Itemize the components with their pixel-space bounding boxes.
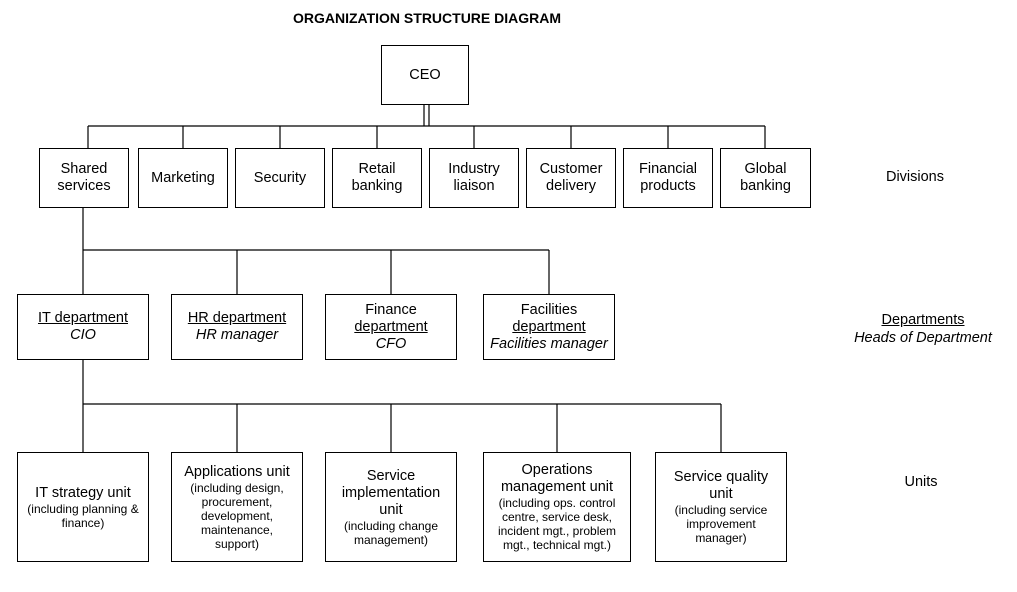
- division-label-line: liaison: [453, 178, 495, 194]
- division-label-line: services: [57, 178, 111, 194]
- division-label-line: delivery: [546, 178, 596, 194]
- department-it: IT department CIO: [17, 294, 149, 360]
- level-label-divisions: Divisions: [885, 169, 944, 185]
- unit-detail-line: procurement,: [201, 494, 273, 509]
- division-label-line: products: [640, 178, 696, 194]
- department-name-line: HR department: [187, 310, 287, 326]
- unit-detail-line: development,: [200, 508, 274, 523]
- division-financial-products: Financial products: [623, 148, 713, 208]
- department-facilities: Facilities department Facilities manager: [483, 294, 615, 360]
- level-label-units: Units: [904, 474, 938, 490]
- unit-detail-line: (including change: [343, 518, 439, 533]
- department-finance: Finance department CFO: [325, 294, 457, 360]
- department-hr: HR department HR manager: [171, 294, 303, 360]
- department-name-line: department: [512, 318, 586, 335]
- unit-operations-management: Operations management unit (including op…: [483, 452, 631, 562]
- ceo-box: CEO: [381, 45, 469, 105]
- department-head: CFO: [375, 335, 407, 352]
- division-label-line: banking: [351, 178, 403, 194]
- unit-detail-line: support): [214, 536, 260, 551]
- department-name-line: IT department: [37, 310, 128, 326]
- division-label-line: Customer: [539, 161, 603, 177]
- division-label-line: Security: [253, 169, 307, 186]
- unit-title-line: implementation: [341, 484, 441, 501]
- unit-detail-line: (including planning &: [27, 501, 139, 516]
- unit-detail-line: improvement: [686, 517, 756, 531]
- division-retail-banking: Retail banking: [332, 148, 422, 208]
- unit-title-line: Service: [366, 467, 416, 484]
- division-label-line: Retail: [358, 161, 396, 177]
- department-name-line: Finance: [365, 301, 417, 318]
- division-security: Security: [235, 148, 325, 208]
- ceo-label: CEO: [409, 66, 441, 83]
- unit-detail-line: (including service: [674, 503, 768, 517]
- unit-title-line: Operations: [521, 462, 593, 478]
- unit-detail-line: finance): [61, 515, 105, 530]
- unit-title-line: Applications unit: [184, 463, 290, 480]
- department-name-line: department: [354, 318, 428, 335]
- level-label-departments-sub: Heads of Department: [854, 330, 992, 346]
- unit-detail-line: (including design,: [190, 480, 284, 495]
- unit-title-line: management unit: [500, 479, 614, 495]
- division-label-line: Global: [744, 161, 787, 177]
- unit-service-quality: Service quality unit (including service …: [655, 452, 787, 562]
- level-label-departments-title: Departments: [881, 312, 965, 328]
- unit-title-line: Service quality: [673, 469, 769, 485]
- department-head: HR manager: [195, 327, 279, 343]
- division-shared-services: Shared services: [39, 148, 129, 208]
- unit-detail-line: mgt., technical mgt.): [502, 538, 612, 552]
- diagram-title: ORGANIZATION STRUCTURE DIAGRAM: [292, 10, 562, 26]
- department-head: CIO: [70, 327, 96, 343]
- unit-detail-line: incident mgt., problem: [497, 524, 617, 538]
- division-label-line: Marketing: [151, 169, 215, 186]
- division-label-line: Industry: [448, 161, 500, 177]
- division-marketing: Marketing: [138, 148, 228, 208]
- unit-detail-line: (including ops. control: [498, 496, 616, 510]
- unit-detail-line: management): [353, 532, 429, 547]
- unit-it-strategy: IT strategy unit (including planning & f…: [17, 452, 149, 562]
- division-label-line: Shared: [60, 161, 108, 177]
- unit-detail-line: centre, service desk,: [501, 510, 613, 524]
- division-label-line: Financial: [638, 161, 698, 177]
- division-global-banking: Global banking: [720, 148, 811, 208]
- unit-applications: Applications unit (including design, pro…: [171, 452, 303, 562]
- department-head: Facilities manager: [490, 335, 608, 352]
- unit-title-line: unit: [709, 486, 733, 502]
- unit-detail-line: maintenance,: [200, 522, 274, 537]
- department-name-line: Facilities: [520, 301, 578, 318]
- unit-detail-line: manager): [695, 531, 747, 545]
- unit-service-implementation: Service implementation unit (including c…: [325, 452, 457, 562]
- level-label-departments: Departments Heads of Department: [840, 311, 1006, 347]
- division-industry-liaison: Industry liaison: [429, 148, 519, 208]
- unit-title-line: unit: [379, 501, 403, 518]
- division-label-line: banking: [740, 178, 791, 194]
- unit-title-line: IT strategy unit: [35, 484, 131, 501]
- division-customer-delivery: Customer delivery: [526, 148, 616, 208]
